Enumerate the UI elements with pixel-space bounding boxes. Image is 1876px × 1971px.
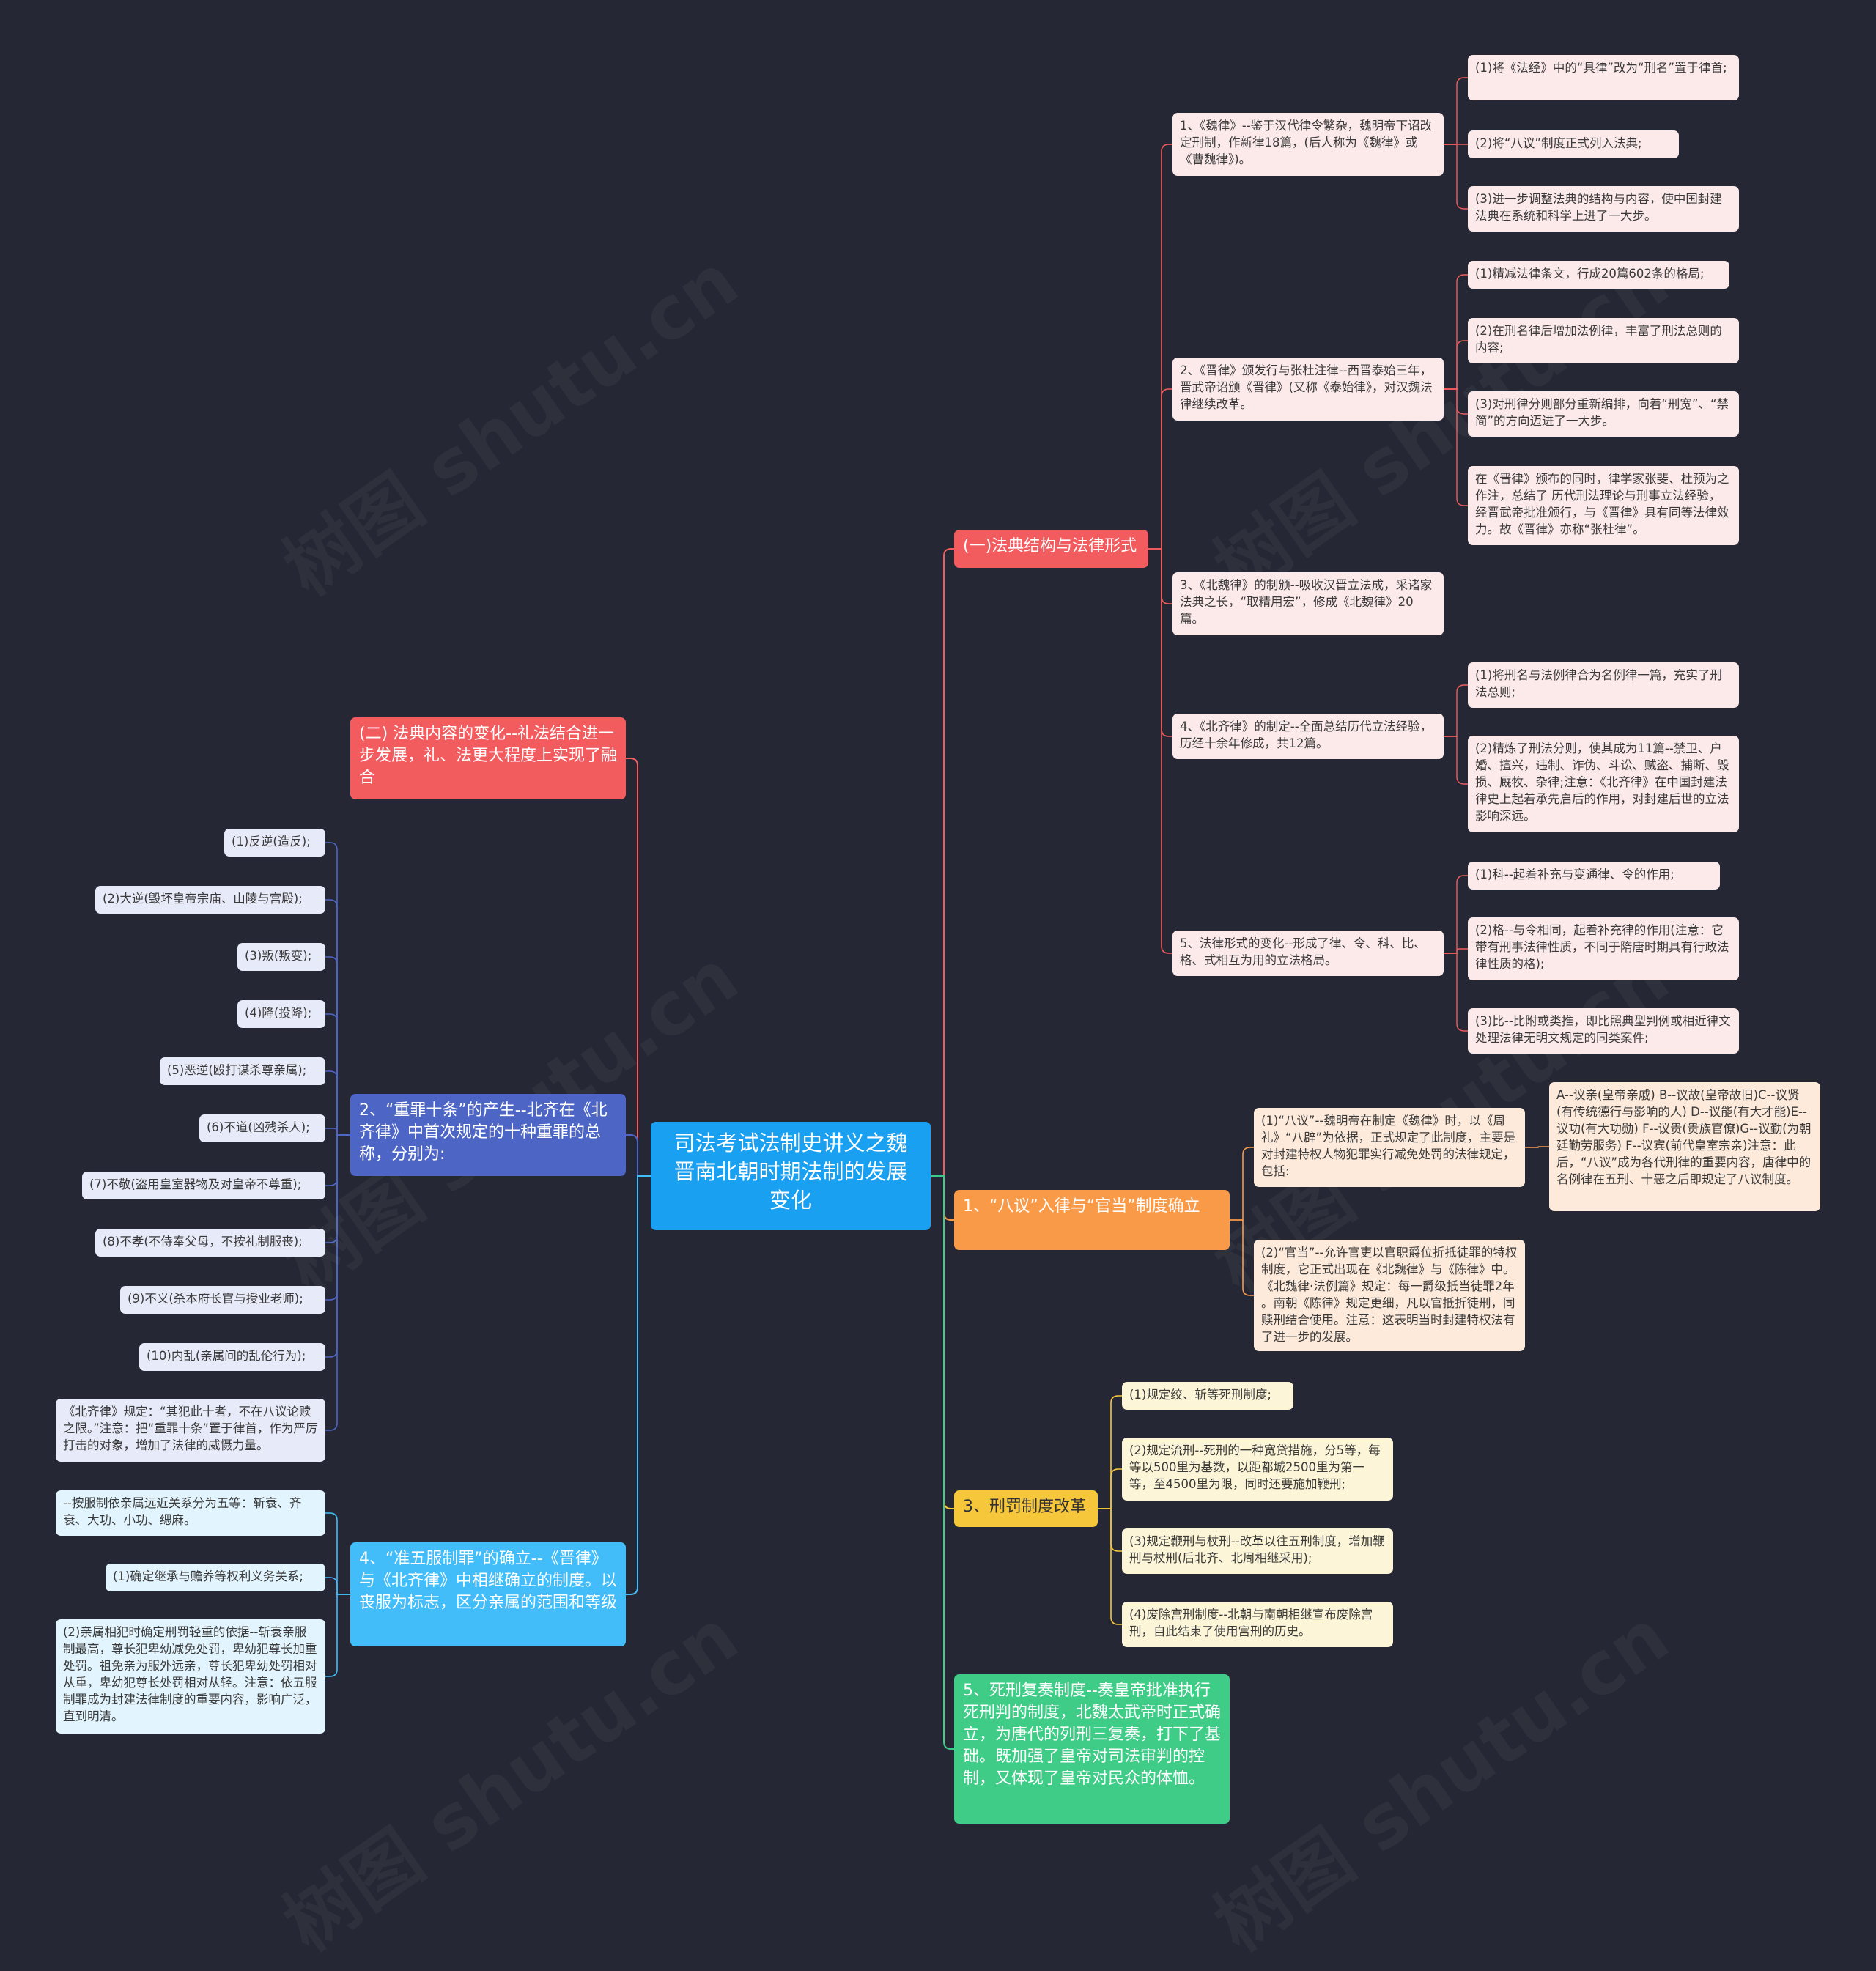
connector-line bbox=[325, 1134, 350, 1358]
felony-item[interactable]: (7)不敬(盗用皇室器物及对皇帝不尊重); bbox=[82, 1172, 325, 1199]
bayi-detail[interactable]: A--议亲(皇帝亲戚) B--议故(皇帝故旧)C--议贤(有传统德行与影响的人)… bbox=[1549, 1082, 1820, 1211]
branch-code-content[interactable]: (二) 法典内容的变化--礼法结合进一步发展，礼、法更大程度上实现了融合 bbox=[350, 717, 626, 799]
connector-line bbox=[1148, 388, 1172, 550]
topic-northern-wei-code[interactable]: 3、《北魏律》的制颁--吸收汉晋立法成，采诸家法典之长，“取精用宏”，修成《北魏… bbox=[1172, 572, 1444, 635]
connector-line bbox=[1148, 144, 1172, 550]
connector-line bbox=[1098, 1395, 1122, 1509]
mourning-point[interactable]: --按服制依亲属远近关系分为五等：斩衰、齐衰、大功、小功、缌麻。 bbox=[56, 1490, 325, 1536]
connector-line bbox=[1444, 388, 1468, 415]
branch-ten-felonies[interactable]: 2、“重罪十条”的产生--北齐在《北齐律》中首次规定的十种重罪的总称，分别为: bbox=[350, 1094, 626, 1176]
connector-line bbox=[325, 1594, 350, 1677]
connector-line bbox=[1148, 548, 1172, 954]
felony-note[interactable]: 《北齐律》规定：“其犯此十者，不在八议论赎之限。”注意：把“重罪十条”置于律首，… bbox=[56, 1399, 325, 1462]
connector-line bbox=[931, 1175, 954, 1750]
felony-item[interactable]: (4)降(投降); bbox=[237, 1000, 325, 1028]
topic-law-forms[interactable]: 5、法律形式的变化--形成了律、令、科、比、格、式相互为用的立法格局。 bbox=[1172, 931, 1444, 976]
connector-line bbox=[1098, 1468, 1122, 1509]
jin-code-point[interactable]: (2)在刑名律后增加法例律，丰富了刑法总则的内容; bbox=[1468, 318, 1739, 363]
topic-guandang[interactable]: (2)“官当”--允许官吏以官职爵位折抵徒罪的特权制度，它正式出现在《北魏律》与… bbox=[1254, 1240, 1525, 1351]
connector-line bbox=[1444, 77, 1468, 145]
connector-line bbox=[325, 956, 350, 1136]
connector-line bbox=[325, 1134, 350, 1243]
connector-line bbox=[325, 1128, 350, 1136]
branch-five-mourning[interactable]: 4、“准五服制罪”的确立--《晋律》与《北齐律》中相继确立的制度。以丧服为标志，… bbox=[350, 1542, 626, 1646]
connector-line bbox=[325, 1013, 350, 1136]
connector-line bbox=[1148, 548, 1172, 737]
connector-line bbox=[325, 1134, 350, 1431]
connector-line bbox=[1444, 948, 1468, 954]
penalty-point[interactable]: (4)废除宫刑制度--北朝与南朝相继宣布废除宫刑，自此结束了使用宫刑的历史。 bbox=[1122, 1602, 1393, 1647]
felony-item[interactable]: (6)不道(凶残杀人); bbox=[199, 1114, 325, 1142]
connector-line bbox=[1098, 1508, 1122, 1625]
connector-line bbox=[1098, 1508, 1122, 1552]
jin-code-point[interactable]: (3)对刑律分则部分重新编排，向着“刑宽”、“禁简”的方向迈进了一大步。 bbox=[1468, 391, 1739, 437]
jin-code-point[interactable]: (1)精减法律条文，行成20篇602条的格局; bbox=[1468, 261, 1729, 289]
felony-item[interactable]: (1)反逆(造反); bbox=[224, 829, 325, 857]
penalty-point[interactable]: (1)规定绞、斩等死刑制度; bbox=[1122, 1382, 1293, 1410]
branch-code-structure[interactable]: (一)法典结构与法律形式 bbox=[954, 530, 1148, 568]
felony-item[interactable]: (5)恶逆(殴打谋杀尊亲属); bbox=[160, 1057, 325, 1085]
connector-line bbox=[626, 758, 651, 1177]
connector-line bbox=[325, 1070, 350, 1136]
connector-line bbox=[1230, 1147, 1254, 1221]
connector-line bbox=[931, 1175, 954, 1221]
connector-line bbox=[1444, 953, 1468, 1032]
connector-line bbox=[1444, 340, 1468, 390]
topic-northern-qi-code[interactable]: 4、《北齐律》的制定--全面总结历代立法经验，历经十余年修成，共12篇。 bbox=[1172, 714, 1444, 759]
felony-item[interactable]: (10)内乱(亲属间的乱伦行为); bbox=[139, 1343, 325, 1371]
topic-jin-code[interactable]: 2、《晋律》颁发行与张杜注律--西晋泰始三年，晋武帝诏颁《晋律》(又称《泰始律》… bbox=[1172, 358, 1444, 421]
connector-line bbox=[325, 1134, 350, 1186]
law-form-point[interactable]: (1)科--起着补充与变通律、令的作用; bbox=[1468, 862, 1720, 890]
felony-item[interactable]: (9)不义(杀本府长官与授业老师); bbox=[120, 1286, 325, 1314]
connector-line bbox=[325, 899, 350, 1136]
connector-line bbox=[1444, 736, 1468, 785]
wei-code-point[interactable]: (3)进一步调整法典的结构与内容，使中国封建法典在系统和科学上进了一大步。 bbox=[1468, 186, 1739, 232]
connector-line bbox=[1444, 684, 1468, 737]
branch-death-review[interactable]: 5、死刑复奏制度--奏皇帝批准执行死刑判的制度，北魏太武帝时正式确立，为唐代的列… bbox=[954, 1674, 1230, 1824]
topic-wei-code[interactable]: 1、《魏律》--鉴于汉代律令繁杂，魏明帝下诏改定刑制，作新律18篇，(后人称为《… bbox=[1172, 113, 1444, 176]
connector-line bbox=[325, 1512, 350, 1595]
topic-bayi[interactable]: (1)“八议”--魏明帝在制定《魏律》时，以《周礼》“八辟”为依据，正式规定了此… bbox=[1254, 1108, 1525, 1187]
mourning-point[interactable]: (1)确定继承与赡养等权利义务关系; bbox=[106, 1564, 325, 1591]
connector-line bbox=[626, 1175, 651, 1595]
mourning-point[interactable]: (2)亲属相犯时确定刑罚轻重的依据--斩衰亲服制最高，尊长犯卑幼减免处罚，卑幼犯… bbox=[56, 1619, 325, 1734]
northern-qi-point[interactable]: (2)精炼了刑法分则，使其成为11篇--禁卫、户婚、擅兴，违制、诈伪、斗讼、贼盗… bbox=[1468, 736, 1739, 832]
connector-lines bbox=[325, 77, 1549, 1750]
felony-item[interactable]: (8)不孝(不侍奉父母，不按礼制服丧); bbox=[95, 1229, 325, 1257]
jin-code-point[interactable]: 在《晋律》颁布的同时，律学家张斐、杜预为之作注，总结了 历代刑法理论与刑事立法经… bbox=[1468, 466, 1739, 545]
connector-line bbox=[1444, 875, 1468, 954]
connector-line bbox=[931, 548, 954, 1177]
wei-code-point[interactable]: (2)将“八议”制度正式列入法典; bbox=[1468, 130, 1679, 158]
connector-line bbox=[626, 1134, 651, 1177]
connector-line bbox=[1148, 548, 1172, 604]
connector-line bbox=[1230, 1219, 1254, 1296]
law-form-point[interactable]: (2)格--与令相同，起着补充律的作用(注意：它带有刑事法律性质，不同于隋唐时期… bbox=[1468, 917, 1739, 980]
connector-line bbox=[1444, 388, 1468, 506]
connector-line bbox=[325, 1577, 350, 1595]
felony-item[interactable]: (3)叛(叛变); bbox=[237, 943, 325, 971]
penalty-point[interactable]: (3)规定鞭刑与杖刑--改革以往五刑制度，增加鞭刑与杖刑(后北齐、北周相继采用)… bbox=[1122, 1528, 1393, 1574]
law-form-point[interactable]: (3)比--比附或类推，即比照典型判例或相近律文处理法律无明文规定的同类案件; bbox=[1468, 1008, 1739, 1054]
penalty-point[interactable]: (2)规定流刑--死刑的一种宽贷措施，分5等，每等以500里为基数，以距都城25… bbox=[1122, 1438, 1393, 1501]
branch-bayi-guandang[interactable]: 1、“八议”入律与“官当”制度确立 bbox=[954, 1190, 1230, 1250]
connector-line bbox=[1444, 274, 1468, 390]
branch-penalty-reform[interactable]: 3、刑罚制度改革 bbox=[954, 1490, 1098, 1527]
felony-item[interactable]: (2)大逆(毁坏皇帝宗庙、山陵与宫殿); bbox=[95, 886, 325, 914]
wei-code-point[interactable]: (1)将《法经》中的“具律”改为“刑名”置于律首; bbox=[1468, 55, 1739, 100]
connector-line bbox=[1444, 144, 1468, 210]
connector-line bbox=[325, 1134, 350, 1301]
connector-line bbox=[325, 842, 350, 1136]
root-topic[interactable]: 司法考试法制史讲义之魏晋南北朝时期法制的发展变化 bbox=[651, 1122, 931, 1230]
northern-qi-point[interactable]: (1)将刑名与法例律合为名例律一篇，充实了刑法总则; bbox=[1468, 662, 1739, 708]
connector-line bbox=[931, 1175, 954, 1509]
